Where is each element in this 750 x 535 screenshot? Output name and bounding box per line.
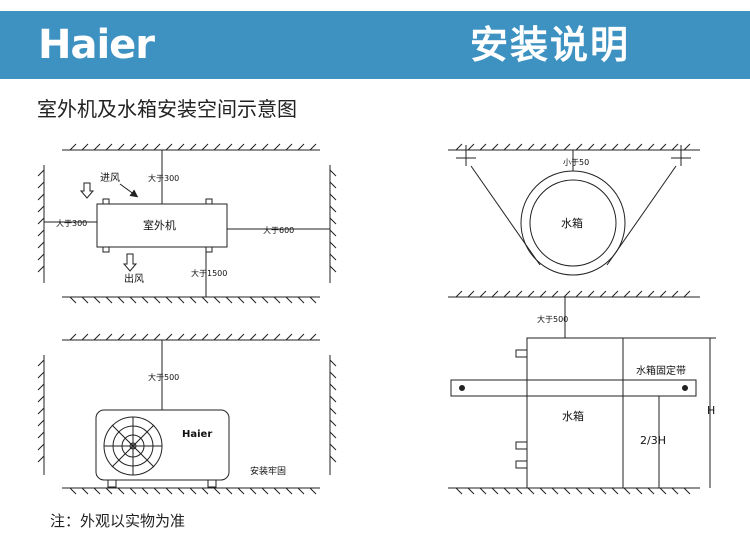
strap-label: 水箱固定带 [636,364,686,377]
unit-brand-logo: Haier [182,429,212,440]
disclaimer-note: 注：外观以实物为准 [50,512,186,530]
outdoor-unit-front-view [37,333,337,495]
tank-front-view [448,290,716,495]
floor-hatch [69,296,317,304]
ceiling-hatch [69,143,317,151]
tank-strap [450,379,697,397]
clear-bottom-label: 大于1500 [191,268,227,278]
outdoor-unit-body [95,409,230,481]
header-bar: Haier 安装说明 [0,11,750,79]
fix-note-label: 安装牢固 [250,465,286,477]
outdoor-unit-label: 室外机 [143,218,176,232]
outdoor-unit-top-view [37,143,337,304]
tank-top-view [448,143,700,276]
air-in-arrow [119,183,139,198]
tank-body [526,337,624,489]
air-in-label: 进风 [100,172,120,184]
ratio-label: 2/3H [640,434,666,447]
section-title: 室外机及水箱安装空间示意图 [37,97,297,121]
height-label: H [707,404,715,417]
tank-top-clear-label: 小于50 [563,158,589,167]
air-in-block-arrow [79,182,95,199]
brand-logo: Haier [38,22,155,68]
clear-left-label: 大于300 [56,218,87,228]
air-out-label: 出风 [124,272,144,285]
tank-inner-circle [529,179,617,267]
tank-front-clear-label: 大于500 [537,314,568,324]
clear-top-label: 大于300 [148,173,179,183]
tank-top-label: 水箱 [561,216,583,230]
air-out-arrow [122,253,138,272]
tank-front-label: 水箱 [562,409,584,423]
page-title: 安装说明 [470,23,631,67]
front-clear-top-label: 大于500 [148,372,179,382]
fan-grille-icon [103,416,163,476]
clear-right-label: 大于600 [263,225,294,235]
